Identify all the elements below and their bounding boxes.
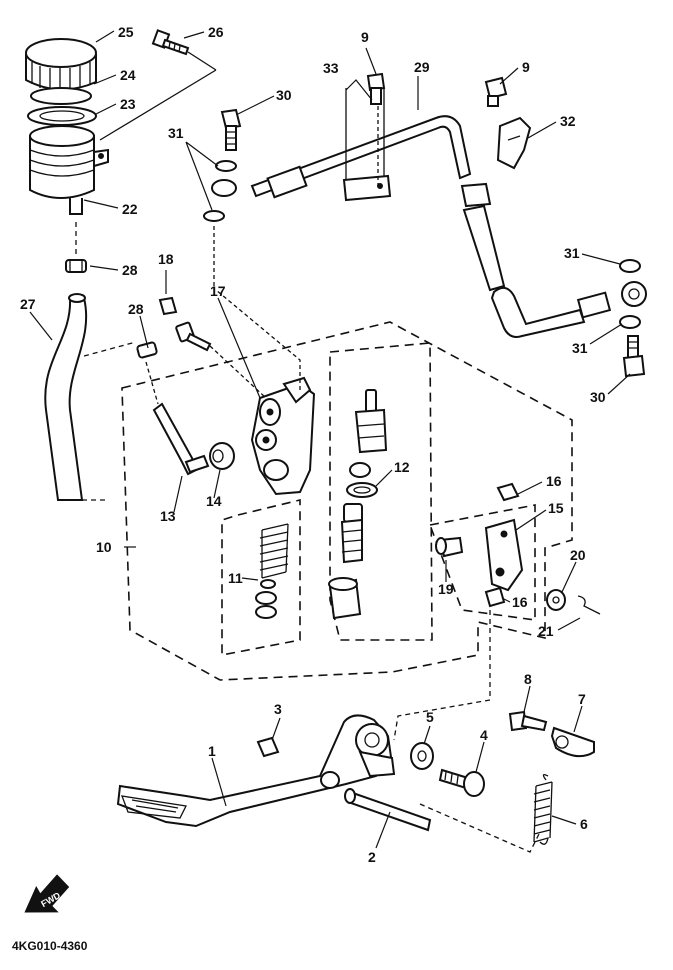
forward-arrow-icon: FWD [24,874,70,913]
callout-6: 6 [580,816,588,832]
callout-19: 19 [438,581,454,597]
callout-32: 32 [560,113,576,129]
assembly-outline-11 [221,498,301,656]
callout-18: 18 [158,251,174,267]
leader-lines [29,30,631,849]
copper-washer-31-lower [619,259,641,329]
pedal-shaft-2 [344,788,432,832]
lock-nut-lower [484,586,506,608]
reservoir-cap [25,38,97,91]
callout-11: 11 [228,570,243,586]
callout-9-left: 9 [361,29,369,45]
reservoir-screw [151,29,190,56]
hose-bracket [342,88,392,202]
callout-17: 17 [210,283,226,299]
callout-4: 4 [480,727,488,743]
master-cylinder-body [215,289,316,496]
banjo-fitting-lower [621,281,647,307]
hose-guide-line [83,341,137,357]
callout-9-right: 9 [522,59,530,75]
reservoir-hose [44,293,88,501]
callout-16-upper: 16 [546,473,562,489]
diaphragm [27,106,97,126]
callout-2: 2 [368,849,376,865]
diagram-code: 4KG010-4360 [12,939,88,953]
callout-31-upper: 31 [168,125,184,141]
callout-25: 25 [118,24,134,40]
assembly-outline-piston [329,342,433,641]
callout-3: 3 [274,701,282,717]
hose-clip-lower [136,341,158,359]
spring-bolt-8 [508,710,548,732]
callout-1: 1 [208,743,216,759]
reservoir-tank [29,125,109,215]
washer-20 [546,589,566,611]
pedal-bolt-4 [438,768,485,797]
pedal-washer-5 [410,742,434,770]
callout-21: 21 [538,623,554,639]
copper-washer-31-upper [203,160,237,222]
return-spring [255,523,289,619]
callout-30-upper: 30 [276,87,292,103]
callout-31-right: 31 [564,245,580,261]
clevis-pin [435,536,464,558]
screw-reference-line [99,51,217,141]
callout-7: 7 [578,691,586,707]
brake-hose [250,115,612,338]
bracket-bolt-9a [366,72,386,105]
spring-hook-7 [550,726,595,758]
callout-13: 13 [160,508,176,524]
callout-14: 14 [206,493,222,509]
bleed-bolt [175,321,267,399]
callout-27: 27 [20,296,36,312]
callout-5: 5 [426,709,434,725]
brake-pedal [116,714,396,828]
callout-28-upper: 28 [122,262,138,278]
union-bolt-30-upper [220,108,242,151]
callout-22: 22 [122,201,138,217]
piston-pushrod [328,389,388,620]
diaphragm-plate [30,87,92,105]
hose-clip-upper [65,259,87,273]
callout-8: 8 [524,671,532,687]
assembly-outline-10 [121,321,573,681]
clevis-guide-line [393,610,491,741]
callout-23: 23 [120,96,136,112]
callout-31-lower: 31 [572,340,588,356]
union-bolt-30-lower [622,335,646,378]
clevis [484,518,524,592]
callout-10: 10 [96,539,112,555]
bleed-screw-cap [158,296,178,316]
callout-20: 20 [570,547,586,563]
callout-15: 15 [548,500,564,516]
lock-nut-upper [496,482,520,502]
callout-26: 26 [208,24,224,40]
callout-29: 29 [414,59,430,75]
callout-33: 33 [323,60,339,76]
pedal-spring-6 [533,774,553,845]
cotter-pin [577,595,601,615]
hose-bolt-9b [484,76,508,107]
callout-24: 24 [120,67,136,83]
grommet [209,442,235,470]
callout-28-lower: 28 [128,301,144,317]
hose-joint [145,361,210,476]
callout-12: 12 [394,459,410,475]
callout-16-lower: 16 [512,594,528,610]
hose-guide-32 [496,116,532,170]
pedal-nut-3 [256,736,280,758]
spring-guide-line [419,803,541,853]
callout-30-lower: 30 [590,389,606,405]
